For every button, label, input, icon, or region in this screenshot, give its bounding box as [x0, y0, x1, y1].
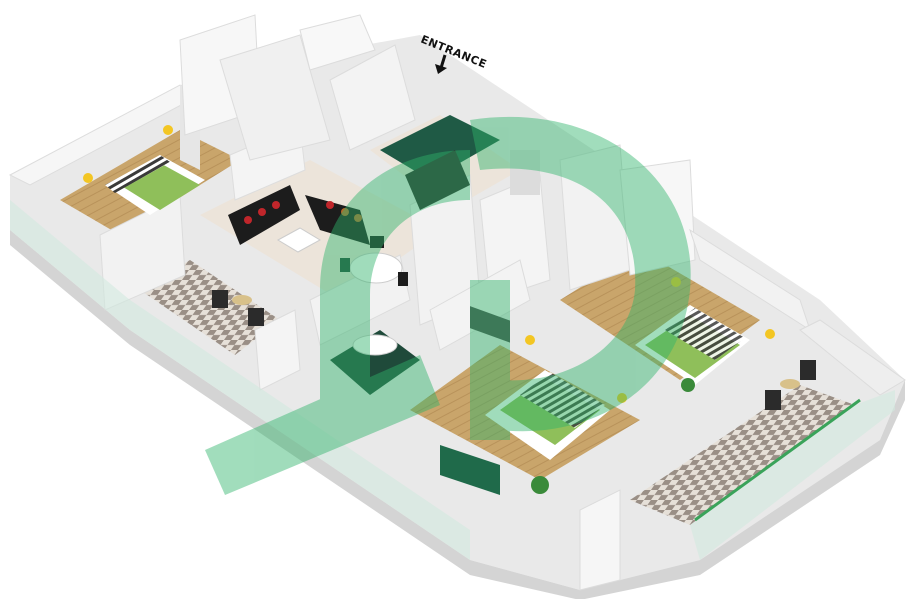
fridge — [510, 150, 540, 195]
tv-bedroom-2 — [440, 445, 500, 495]
brand-watermark-icon — [205, 116, 691, 495]
walls — [8, 14, 906, 591]
bedroom-1 — [83, 125, 205, 215]
sofa-right — [305, 195, 370, 245]
bedroom-3 — [635, 277, 775, 385]
kitchen — [380, 115, 540, 343]
bedroom-2 — [440, 335, 627, 495]
balcony-furniture — [212, 290, 816, 494]
bathtub — [352, 334, 398, 356]
balcony-left-floor — [140, 260, 280, 355]
stove — [470, 306, 510, 343]
bathroom — [352, 334, 398, 356]
living-room-furniture — [228, 185, 408, 286]
balcony-right-floor — [630, 385, 855, 525]
coffee-table — [276, 227, 322, 253]
kitchen-counter — [380, 115, 500, 180]
bathroom-floor — [330, 330, 420, 395]
arrow-down-icon — [435, 54, 447, 74]
glass-railings — [10, 200, 895, 560]
